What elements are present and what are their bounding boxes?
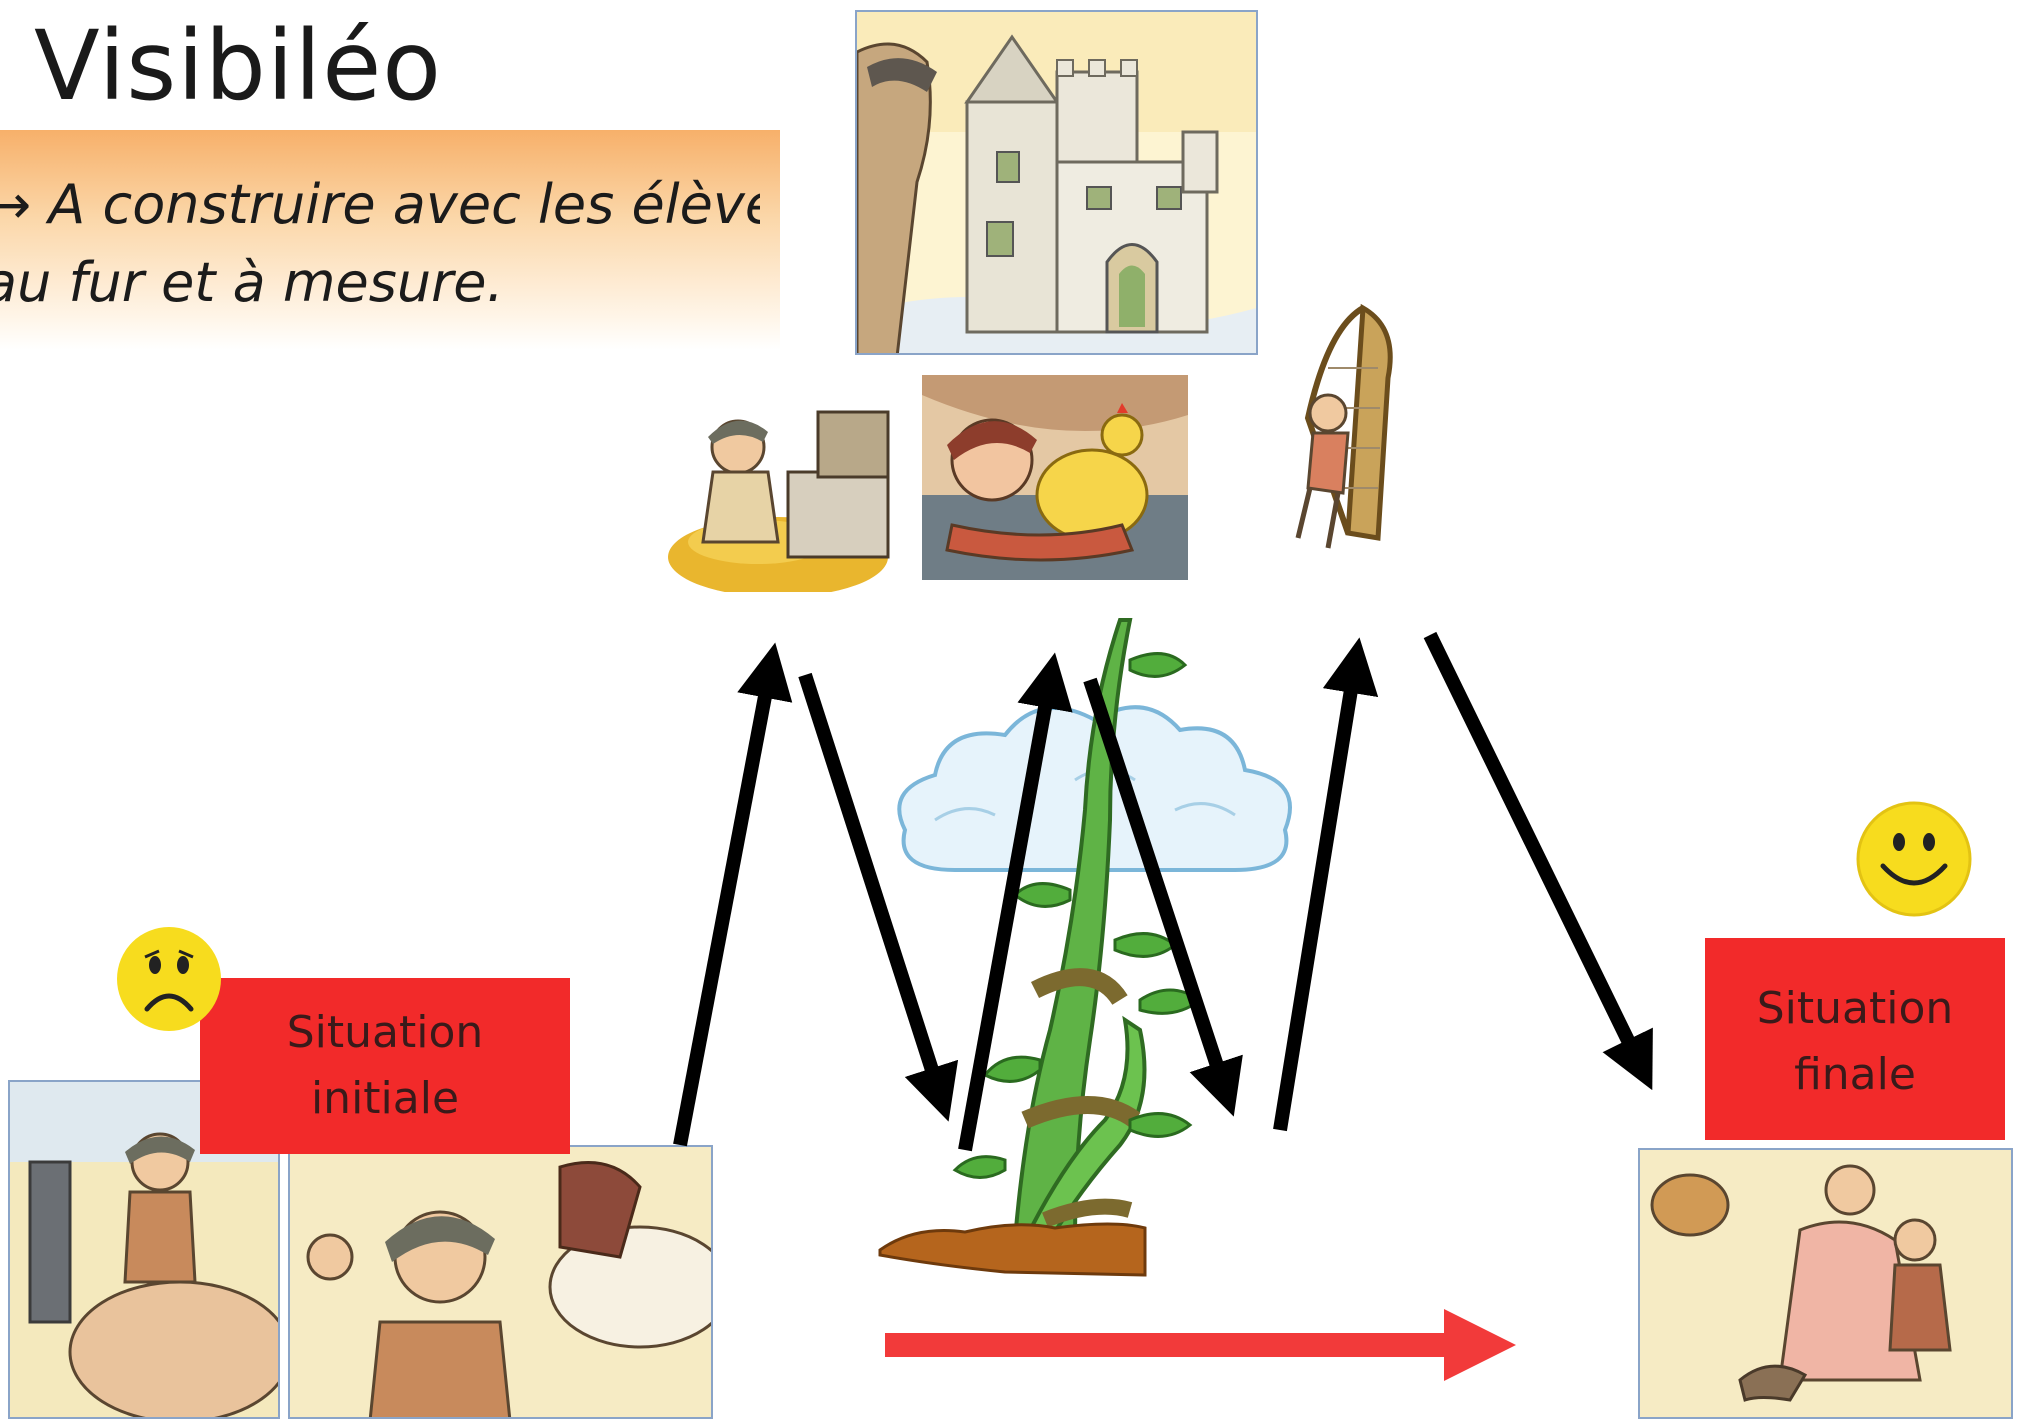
note-line-1: → A construire avec les élèves — [0, 173, 760, 236]
page-title: Visibiléo — [34, 10, 442, 122]
jack-selling-cow-illustration — [288, 1145, 713, 1419]
magic-harp-illustration — [1268, 298, 1408, 568]
initial-situation-label: Situation initiale — [200, 978, 570, 1154]
arrow-down-to-final — [1423, 631, 1653, 1091]
final-situation-label: Situation finale — [1705, 938, 2005, 1140]
jack-gold-coins-illustration — [668, 392, 898, 592]
initial-label-line-2: initiale — [310, 1073, 460, 1124]
beanstalk-cloud-illustration — [875, 560, 1325, 1280]
final-label-line-1: Situation — [1756, 983, 1954, 1034]
castle-illustration — [855, 10, 1258, 355]
arrow-up-to-gold — [673, 642, 793, 1147]
initial-label-line-1: Situation — [286, 1007, 484, 1058]
final-label-line-2: finale — [1794, 1049, 1916, 1100]
instruction-note: → A construire avec les élèves au fur et… — [0, 130, 780, 350]
sad-face-icon — [115, 925, 223, 1033]
note-line-2: au fur et à mesure. — [0, 251, 504, 314]
jack-golden-hen-illustration — [922, 375, 1188, 580]
smiley-face-icon — [1855, 800, 1973, 918]
happy-ending-illustration — [1638, 1148, 2013, 1419]
